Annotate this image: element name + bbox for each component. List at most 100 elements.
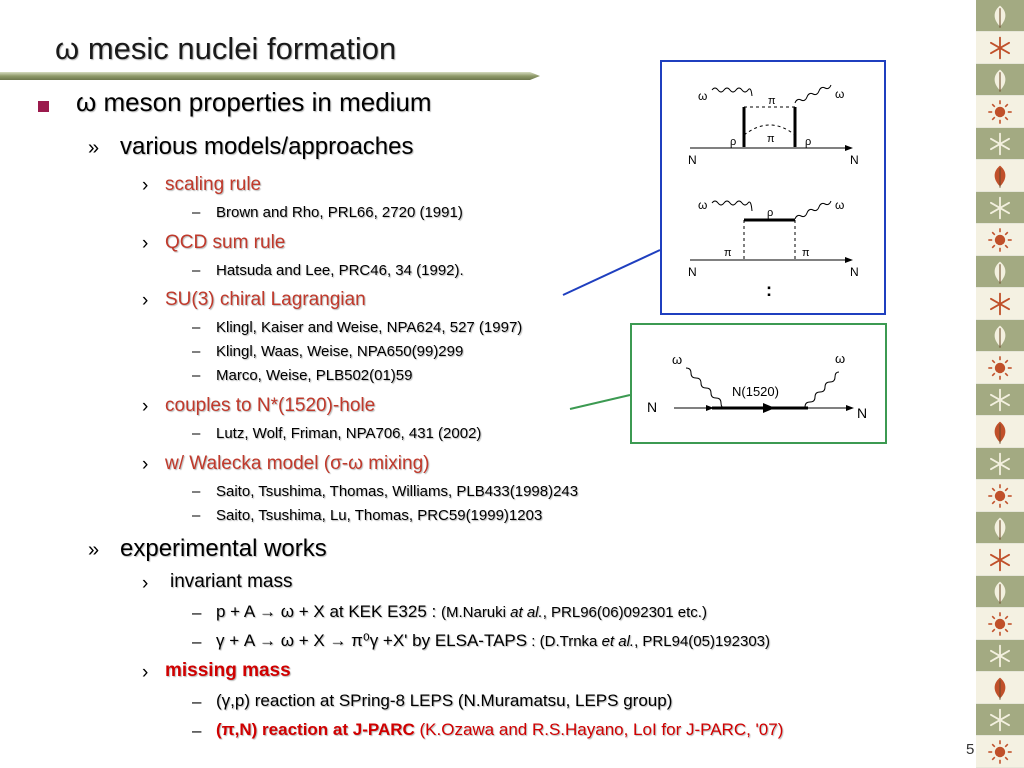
su3-chiral: SU(3) chiral Lagrangian bbox=[165, 289, 366, 310]
sun-ornament-icon bbox=[976, 352, 1024, 384]
snow-ornament-icon bbox=[976, 704, 1024, 736]
rho-label: ρ bbox=[805, 136, 811, 148]
title-underline-bar bbox=[0, 72, 540, 80]
saito-ref-1: Saito, Tsushima, Thomas, Williams, PLB43… bbox=[216, 483, 579, 500]
omega-label: ω bbox=[698, 89, 707, 103]
kek-ref-text: (M.Naruki at al., PRL96(06)092301 etc.) bbox=[440, 604, 707, 621]
nstar-diagram-box: ω ω N(1520) N N bbox=[630, 323, 887, 444]
kek-main-text: p + A → ω + X at KEK E325 : bbox=[216, 602, 437, 621]
couples-hole: couples to N*(1520)-hole bbox=[165, 395, 376, 416]
snow-ornament-icon bbox=[976, 192, 1024, 224]
bullet-square-icon bbox=[38, 99, 49, 117]
marco-weise-ref: Marco, Weise, PLB502(01)59 bbox=[216, 367, 413, 384]
elsa-ref-text: : (D.Trnka et al., PRL94(05)192303) bbox=[527, 633, 771, 650]
leaf-ornament-icon bbox=[976, 256, 1024, 288]
bullet-dash-icon: – bbox=[192, 507, 201, 524]
bullet-angle-icon: › bbox=[142, 454, 149, 475]
nucleon-label: N bbox=[850, 153, 859, 167]
bullet-angle-icon: › bbox=[142, 175, 149, 196]
missing-mass: missing mass bbox=[165, 660, 291, 681]
bullet-angle-icon: › bbox=[142, 573, 149, 594]
pi-label: π bbox=[767, 133, 775, 145]
bullet-dash-icon: – bbox=[192, 319, 201, 336]
sun-ornament-icon bbox=[976, 480, 1024, 512]
klingl-kaiser-ref: Klingl, Kaiser and Weise, NPA624, 527 (1… bbox=[216, 319, 523, 336]
leaf-ornament-icon bbox=[976, 64, 1024, 96]
nucleon-label: N bbox=[688, 265, 697, 279]
bullet-angle-icon: › bbox=[142, 396, 149, 417]
feynman-diagram-nstar bbox=[674, 367, 854, 413]
sun-ornament-icon bbox=[976, 224, 1024, 256]
feynman-diagram-box: ω ω π ρ π ρ N N ω ω ρ π π N N : bbox=[660, 60, 886, 315]
bullet-chevron-icon: » bbox=[88, 137, 100, 159]
kek-e325-line: p + A → ω + X at KEK E325 : (M.Naruki at… bbox=[216, 602, 707, 622]
snow-ornament-icon bbox=[976, 288, 1024, 320]
klingl-waas-ref: Klingl, Waas, Weise, NPA650(99)299 bbox=[216, 343, 464, 360]
omega-label: ω bbox=[835, 87, 844, 101]
elsa-main-text: γ + A → ω + X → π⁰γ +X' by ELSA-TAPS bbox=[216, 631, 528, 650]
omega-label: ω bbox=[672, 352, 682, 367]
elsa-taps-line: γ + A → ω + X → π⁰γ +X' by ELSA-TAPS : (… bbox=[216, 631, 770, 651]
page-number: 5 bbox=[966, 741, 975, 758]
jparc-ref-text: (K.Ozawa and R.S.Hayano, LoI for J-PARC,… bbox=[414, 720, 784, 739]
bullet-dash-icon: – bbox=[192, 425, 201, 442]
sun-ornament-icon bbox=[976, 96, 1024, 128]
bullet-dash-icon: – bbox=[192, 343, 201, 360]
brown-rho-ref: Brown and Rho, PRL66, 2720 (1991) bbox=[216, 204, 463, 221]
sun-ornament-icon bbox=[976, 608, 1024, 640]
leaf-ornament-icon bbox=[976, 576, 1024, 608]
snow-ornament-icon bbox=[976, 32, 1024, 64]
nucleon-label: N bbox=[688, 153, 697, 167]
bullet-dash-icon: – bbox=[192, 204, 201, 221]
spring8-line: (γ,p) reaction at SPring-8 LEPS (N.Muram… bbox=[216, 691, 673, 710]
snow-ornament-icon bbox=[976, 544, 1024, 576]
experimental-heading: experimental works bbox=[120, 535, 327, 562]
nstar-label: N(1520) bbox=[732, 384, 779, 399]
jparc-line: (π,N) reaction at J-PARC (K.Ozawa and R.… bbox=[216, 720, 783, 740]
bullet-dash-icon: – bbox=[192, 262, 201, 279]
bullet-dash-icon: – bbox=[192, 692, 202, 711]
omega-label: ω bbox=[698, 198, 707, 212]
sun-ornament-icon bbox=[976, 736, 1024, 768]
bullet-dash-icon: – bbox=[192, 721, 202, 740]
lutz-ref: Lutz, Wolf, Friman, NPA706, 431 (2002) bbox=[216, 425, 482, 442]
leaf-ornament-icon bbox=[976, 672, 1024, 704]
decorative-side-strip bbox=[976, 0, 1024, 768]
bullet-chevron-icon: » bbox=[88, 539, 100, 561]
slide-title: ω mesic nuclei formation bbox=[55, 31, 397, 66]
models-heading: various models/approaches bbox=[120, 133, 414, 160]
snow-ornament-icon bbox=[976, 640, 1024, 672]
leaf-ornament-icon bbox=[976, 320, 1024, 352]
rho-label: ρ bbox=[767, 207, 773, 219]
pi-label: π bbox=[724, 247, 732, 259]
bullet-angle-icon: › bbox=[142, 233, 149, 254]
omega-label: ω bbox=[835, 198, 844, 212]
medium-heading: ω meson properties in medium bbox=[76, 87, 432, 117]
leaf-ornament-icon bbox=[976, 160, 1024, 192]
scaling-rule: scaling rule bbox=[165, 174, 262, 195]
invariant-mass: invariant mass bbox=[170, 571, 293, 592]
pi-label: π bbox=[802, 247, 810, 259]
feynman-diagram-rho-exchange bbox=[690, 200, 853, 263]
bullet-dash-icon: – bbox=[192, 603, 202, 622]
nucleon-label: N bbox=[647, 399, 657, 415]
feynman-diagram-pi-loop bbox=[690, 84, 853, 151]
jparc-bold-text: (π,N) reaction at J-PARC bbox=[216, 720, 415, 739]
omega-label: ω bbox=[835, 351, 845, 366]
leaf-ornament-icon bbox=[976, 512, 1024, 544]
saito-ref-2: Saito, Tsushima, Lu, Thomas, PRC59(1999)… bbox=[216, 507, 543, 524]
snow-ornament-icon bbox=[976, 384, 1024, 416]
bullet-angle-icon: › bbox=[142, 290, 149, 311]
hatsuda-lee-ref: Hatsuda and Lee, PRC46, 34 (1992). bbox=[216, 262, 464, 279]
bullet-dash-icon: – bbox=[192, 483, 201, 500]
leaf-ornament-icon bbox=[976, 416, 1024, 448]
snow-ornament-icon bbox=[976, 128, 1024, 160]
nucleon-label: N bbox=[857, 405, 867, 421]
qcd-sum-rule: QCD sum rule bbox=[165, 232, 286, 253]
walecka-model: w/ Walecka model (σ-ω mixing) bbox=[165, 453, 430, 474]
leaf-ornament-icon bbox=[976, 0, 1024, 32]
snow-ornament-icon bbox=[976, 448, 1024, 480]
bullet-dash-icon: – bbox=[192, 632, 202, 651]
pi-label: π bbox=[768, 95, 776, 107]
vertical-ellipsis: : bbox=[766, 280, 772, 300]
